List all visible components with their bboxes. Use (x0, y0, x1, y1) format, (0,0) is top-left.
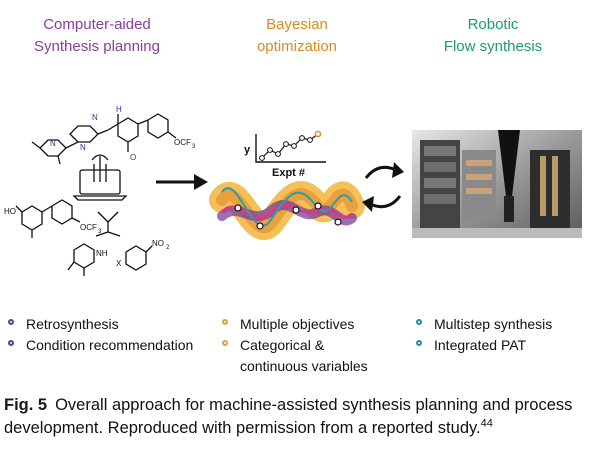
benzene-ring (117, 117, 139, 143)
ho-label: HO (4, 207, 16, 216)
cycle-arrows-icon (362, 162, 404, 212)
header-line: Flow synthesis (443, 38, 543, 55)
bullet-text: Integrated PAT (434, 337, 527, 353)
figure-label: Fig. 5 (4, 396, 48, 414)
atom-n: N (80, 143, 86, 152)
reference-superscript: 44 (480, 417, 493, 430)
bullet-item: Multistep synthesis (410, 314, 600, 335)
bullet-text: Multiple objectives (240, 316, 355, 332)
right-arrow-icon (156, 174, 208, 190)
bullet-text: Multistep synthesis (434, 316, 553, 332)
bullet-dot-icon (416, 340, 422, 346)
header-line: Computer-aided (43, 16, 151, 33)
atom-o: O (130, 153, 136, 162)
bullet-item: Categorical & (216, 335, 396, 356)
x-label: X (116, 259, 122, 268)
bullet-dot-icon (222, 340, 228, 346)
bullet-item: Condition recommendation (2, 335, 202, 356)
figure: Computer-aided Synthesis planning Bayesi… (2, 14, 600, 377)
atom-n: N (92, 113, 98, 122)
phenyl-ring (147, 113, 169, 139)
ocf3-label: OCF (80, 223, 97, 232)
molecules-computer-icon (15, 113, 177, 276)
caption-text: Overall approach for machine-assisted sy… (4, 396, 573, 437)
ocf3-subscript: 3 (192, 144, 196, 150)
bullet-text: continuous variables (240, 358, 368, 374)
aryl-ring (51, 199, 73, 225)
piperidine-ring (73, 243, 95, 269)
bullet-item: Multiple objectives (216, 314, 396, 335)
no2-subscript: 2 (166, 245, 170, 251)
ocf3-label: OCF (174, 138, 191, 147)
header-line: optimization (256, 38, 338, 55)
bullet-text: Retrosynthesis (26, 316, 119, 332)
header-line: Robotic (467, 16, 519, 33)
atom-n: N (50, 139, 56, 148)
plot-x-label: Expt # (272, 167, 305, 179)
ocf3-subscript: 3 (98, 229, 102, 235)
plot-y-label: y (244, 144, 251, 156)
wavy-surrogate-icon (209, 181, 365, 240)
bullet-item: Integrated PAT (410, 335, 600, 356)
diagram-art: N N N H O OCF 3 HO OCF 3 NH X NO 2 (4, 105, 582, 276)
bullet-item: Retrosynthesis (2, 314, 202, 335)
bullet-dot-icon (222, 319, 228, 325)
nitropyridine-ring (125, 245, 147, 271)
benzoic-ring (21, 205, 43, 231)
bullet-text: Condition recommendation (26, 337, 194, 353)
nh-label: NH (96, 249, 108, 258)
no2-label: NO (152, 239, 164, 248)
pyridine-ring (65, 125, 99, 149)
bullet-item-continuation: continuous variables (216, 356, 396, 377)
molecule-heteroatoms: N N N H O (50, 105, 136, 162)
bullet-dot-icon (416, 319, 422, 325)
bullet-list-synthesis-planning: Retrosynthesis Condition recommendation (2, 314, 202, 356)
header-line: Bayesian (266, 16, 328, 33)
header-bayesian-optimization: Bayesian optimization (222, 14, 372, 58)
bullet-text: Categorical & (240, 337, 325, 353)
atom-h: H (116, 105, 122, 114)
bullet-list-bayesian-optimization: Multiple objectives Categorical & contin… (216, 314, 396, 377)
header-synthesis-planning: Computer-aided Synthesis planning (12, 14, 182, 58)
optimization-plot-icon: y Expt # (244, 130, 326, 179)
bullet-list-flow-synthesis: Multistep synthesis Integrated PAT (410, 314, 600, 356)
header-line: Synthesis planning (34, 38, 160, 55)
header-flow-synthesis: Robotic Flow synthesis (418, 14, 568, 58)
bullet-dot-icon (8, 319, 14, 325)
bullet-dot-icon (8, 340, 14, 346)
robot-platform-photo (412, 130, 582, 238)
